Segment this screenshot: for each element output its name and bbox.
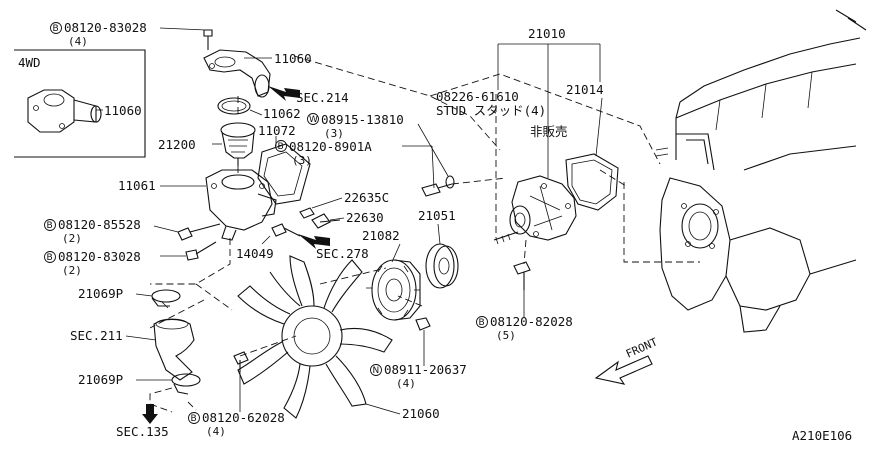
assembly-dashed-lines: [149, 55, 700, 413]
label-21069P-top: 21069P: [78, 286, 123, 301]
label-sec211: SEC.211: [70, 328, 123, 343]
label-11062: 11062: [263, 106, 301, 121]
svg-text:B: B: [47, 253, 53, 263]
svg-text:(4): (4): [396, 377, 416, 390]
svg-text:08120-62028: 08120-62028: [202, 410, 285, 425]
water-outlet-11060: 11060: [203, 49, 312, 98]
fan-clutch-21082: 21082: [362, 228, 421, 321]
pulley-21051: 21051: [418, 208, 459, 289]
label-21082: 21082: [362, 228, 400, 243]
label-14049: 14049: [236, 246, 274, 261]
svg-text:08120-82028: 08120-82028: [490, 314, 573, 329]
arrow-sec135: SEC.135: [116, 404, 169, 439]
cooling-fan-21060: 21060: [237, 255, 440, 421]
label-sec214: SEC.214: [296, 90, 349, 105]
front-arrow: FRONT: [594, 335, 660, 385]
arrow-sec278: SEC.278: [298, 234, 369, 261]
inset-thermostat-housing: [27, 89, 102, 133]
bolt-8901A: B 08120-8901A (3): [275, 139, 453, 197]
svg-text:08120-85528: 08120-85528: [58, 217, 141, 232]
svg-text:B: B: [191, 414, 197, 424]
svg-text:(5): (5): [496, 329, 516, 342]
inset-4wd-box: 4WD 11060: [14, 49, 146, 158]
label-11072: 11072: [258, 123, 296, 138]
svg-text:08120-83028: 08120-83028: [64, 20, 147, 35]
svg-text:(3): (3): [292, 154, 312, 167]
inset-label-4wd: 4WD: [18, 55, 41, 70]
label-22635C: 22635C: [344, 190, 389, 205]
gasket-21014: 21014: [565, 82, 619, 211]
bolt-83028-top: B 08120-83028 (4): [50, 20, 213, 50]
svg-text:N: N: [373, 366, 380, 376]
sensor-22630: 22630: [311, 210, 384, 229]
svg-text:B: B: [53, 24, 59, 34]
svg-text:(4): (4): [206, 425, 226, 438]
hose-sec211: SEC.211: [70, 318, 195, 381]
label-11061: 11061: [118, 178, 156, 193]
label-21051: 21051: [418, 208, 456, 223]
svg-text:(2): (2): [62, 264, 82, 277]
svg-text:(2): (2): [62, 232, 82, 245]
svg-text:B: B: [278, 142, 284, 152]
bolt-62028: B 08120-62028 (4): [188, 351, 285, 438]
bolt-83028-mid: B 08120-83028 (2): [44, 241, 217, 277]
svg-text:(3): (3): [324, 127, 344, 140]
washer-13810: W 08915-13810 (3): [307, 112, 455, 189]
water-pump-21010: 21010: [497, 26, 601, 241]
label-21060: 21060: [402, 406, 440, 421]
label-not-for-sale: 非販売: [530, 124, 568, 139]
label-11060: 11060: [274, 51, 312, 66]
label-21069P-bottom: 21069P: [78, 372, 123, 387]
label-sec278: SEC.278: [316, 246, 369, 261]
gasket-11062: 11062: [217, 97, 301, 121]
part-14049: 14049: [236, 223, 301, 261]
label-21200: 21200: [158, 137, 196, 152]
bolt-82028: B 08120-82028 (5): [476, 261, 573, 342]
bolt-85528: B 08120-85528 (2): [44, 217, 221, 245]
hose-clamp-21069P-top: 21069P: [78, 286, 181, 309]
thermostat-21200: 21200: [158, 122, 256, 166]
arrow-sec214: SEC.214: [268, 86, 349, 105]
label-21010: 21010: [528, 26, 566, 41]
label-11060-inset: 11060: [104, 103, 142, 118]
nut-20637: N 08911-20637 (4): [370, 317, 467, 390]
part-22635C: 22635C: [299, 190, 389, 219]
svg-text:B: B: [47, 221, 53, 231]
svg-text:08120-8901A: 08120-8901A: [289, 139, 372, 154]
svg-text:(4): (4): [68, 35, 88, 48]
diagram-code: A210E106: [792, 428, 852, 443]
svg-text:08226-61610: 08226-61610: [436, 89, 519, 104]
stud-61610: 08226-61610 STUD スタッド(4) 非販売: [436, 89, 568, 245]
label-21014: 21014: [566, 82, 604, 97]
hose-clamp-21069P-bottom: 21069P: [78, 372, 201, 395]
svg-text:B: B: [479, 318, 485, 328]
svg-text:08915-13810: 08915-13810: [321, 112, 404, 127]
thermostat-housing-11061: 11061: [118, 169, 277, 241]
svg-text:08911-20637: 08911-20637: [384, 362, 467, 377]
svg-text:W: W: [309, 115, 318, 125]
label-sec135: SEC.135: [116, 424, 169, 439]
svg-text:08120-83028: 08120-83028: [58, 249, 141, 264]
svg-text:STUD スタッド(4): STUD スタッド(4): [436, 103, 546, 118]
label-front: FRONT: [624, 335, 660, 360]
engine-block: [655, 9, 867, 333]
label-22630: 22630: [346, 210, 384, 225]
